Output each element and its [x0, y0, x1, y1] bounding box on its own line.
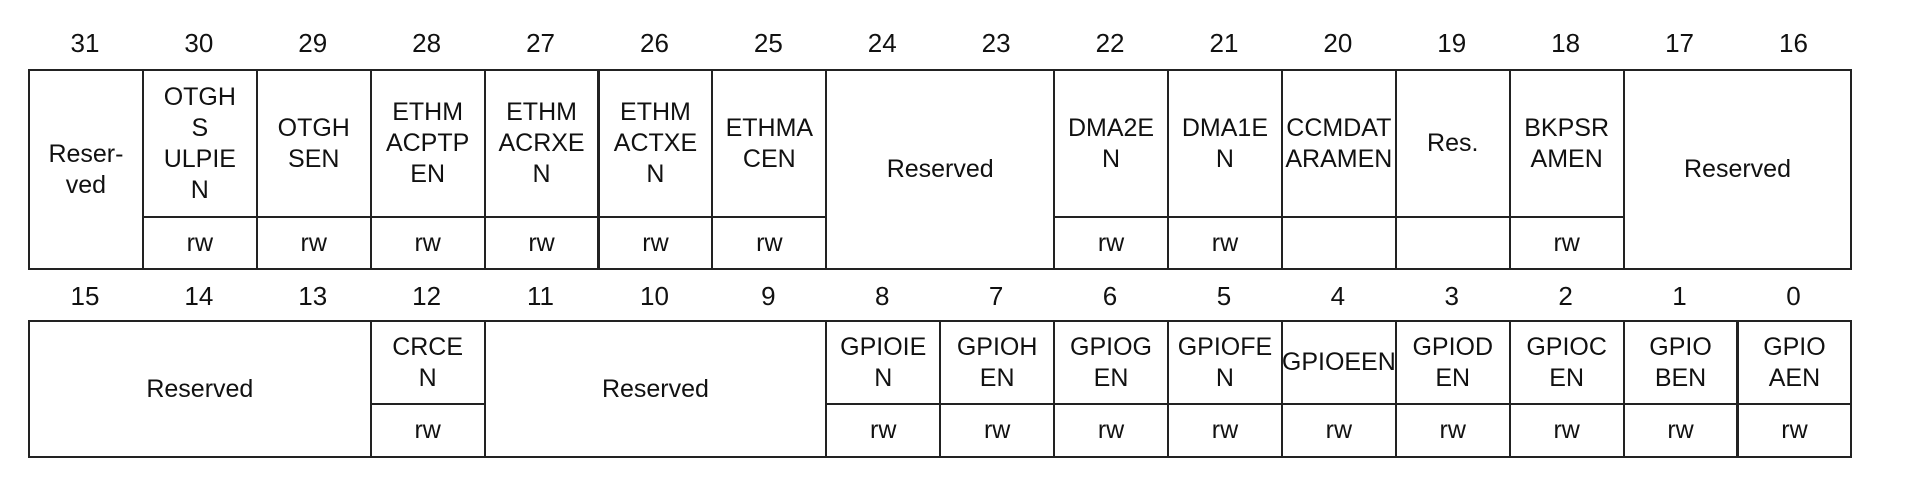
bitfield-gpiocen: GPIOC EN: [1508, 320, 1625, 405]
bit-number: 4: [1330, 281, 1346, 311]
access-dma1en: rw: [1167, 216, 1283, 270]
bit-number: 7: [988, 281, 1004, 311]
bit-number: 25: [753, 28, 783, 58]
access-gpioden: rw: [1394, 403, 1511, 458]
access-dma2en: rw: [1053, 216, 1169, 270]
bit-number: 24: [867, 28, 897, 58]
bitfield-crcen: CRCE N: [369, 320, 486, 405]
bitfield-ethmactxen: ETHM ACTXE N: [597, 69, 714, 218]
bitfield-r19: Res.: [1394, 69, 1511, 218]
bitfield-r11_9: Reserved: [483, 320, 828, 458]
bitfield-gpioben: GPIO BEN: [1622, 320, 1739, 405]
bitfield-otghsulpien: OTGH S ULPIE N: [141, 69, 258, 218]
access-ethmactxen: rw: [597, 216, 714, 270]
bit-number: 19: [1437, 28, 1467, 58]
bit-number: 27: [526, 28, 555, 58]
bitfield-ethmacptpen: ETHM ACPTP EN: [369, 69, 486, 218]
bit-number: 3: [1444, 281, 1459, 311]
bit-number: 11: [527, 281, 555, 311]
access-gpiohen: rw: [939, 403, 1056, 458]
bit-number: 10: [639, 281, 669, 311]
bitfield-otghsen: OTGH SEN: [255, 69, 372, 218]
bit-number: 28: [412, 28, 442, 58]
access-ccmdataramen: [1280, 216, 1397, 270]
access-gpioien: rw: [825, 403, 942, 458]
access-gpioaen: rw: [1736, 403, 1853, 458]
bit-number: 5: [1216, 281, 1232, 311]
access-ethmacrxen: rw: [483, 216, 600, 270]
bitfield-r31: Reser- ved: [28, 69, 144, 270]
access-ethmacptpen: rw: [369, 216, 486, 270]
bit-number: 26: [639, 28, 669, 58]
bitfield-gpioden: GPIOD EN: [1394, 320, 1511, 405]
bitfield-gpioien: GPIOIE N: [825, 320, 942, 405]
bit-number: 18: [1551, 28, 1581, 58]
bit-number: 0: [1786, 281, 1801, 311]
bitfield-ccmdataramen: CCMDAT ARAMEN: [1280, 69, 1397, 218]
bit-number: 30: [184, 28, 214, 58]
bit-number: 20: [1323, 28, 1353, 58]
access-r19: [1394, 216, 1511, 270]
access-gpiofen: rw: [1167, 403, 1283, 458]
bit-number: 22: [1095, 28, 1125, 58]
bit-number: 14: [184, 281, 214, 311]
access-gpioeen: rw: [1280, 403, 1397, 458]
access-gpiogen: rw: [1053, 403, 1169, 458]
bitfield-gpiogen: GPIOG EN: [1053, 320, 1169, 405]
bit-number: 12: [412, 281, 442, 311]
bit-number: 9: [761, 281, 776, 311]
bit-number: 8: [875, 281, 890, 311]
access-otghsulpien: rw: [141, 216, 258, 270]
bit-number: 13: [298, 281, 328, 311]
bit-number: 16: [1778, 28, 1808, 58]
bit-number: 21: [1209, 28, 1239, 58]
bit-number: 1: [1672, 281, 1687, 311]
bitfield-gpioeen: GPIOEEN: [1280, 320, 1397, 405]
bit-number: 2: [1558, 281, 1573, 311]
bitfield-ethmacen: ETHMA CEN: [711, 69, 828, 218]
bitfield-gpioaen: GPIO AEN: [1736, 320, 1853, 405]
bit-number: 15: [70, 281, 100, 311]
bitfield-gpiofen: GPIOFE N: [1167, 320, 1283, 405]
bit-number: 6: [1102, 281, 1118, 311]
access-gpioben: rw: [1622, 403, 1739, 458]
bit-number: 29: [298, 28, 328, 58]
access-ethmacen: rw: [711, 216, 828, 270]
bit-number: 17: [1665, 28, 1694, 58]
access-crcen: rw: [369, 403, 486, 458]
bitfield-ethmacrxen: ETHM ACRXE N: [483, 69, 600, 218]
access-otghsen: rw: [255, 216, 372, 270]
bitfield-r24_23: Reserved: [825, 69, 1056, 270]
bitfield-r17_16: Reserved: [1622, 69, 1853, 270]
bit-number: 31: [70, 28, 100, 58]
bit-number: 23: [981, 28, 1011, 58]
access-gpiocen: rw: [1508, 403, 1625, 458]
bitfield-gpiohen: GPIOH EN: [939, 320, 1056, 405]
bitfield-r15_13: Reserved: [28, 320, 372, 458]
bitfield-bkpsramen: BKPSR AMEN: [1508, 69, 1625, 218]
access-bkpsramen: rw: [1508, 216, 1625, 270]
bitfield-dma2en: DMA2E N: [1053, 69, 1169, 218]
bitfield-dma1en: DMA1E N: [1167, 69, 1283, 218]
